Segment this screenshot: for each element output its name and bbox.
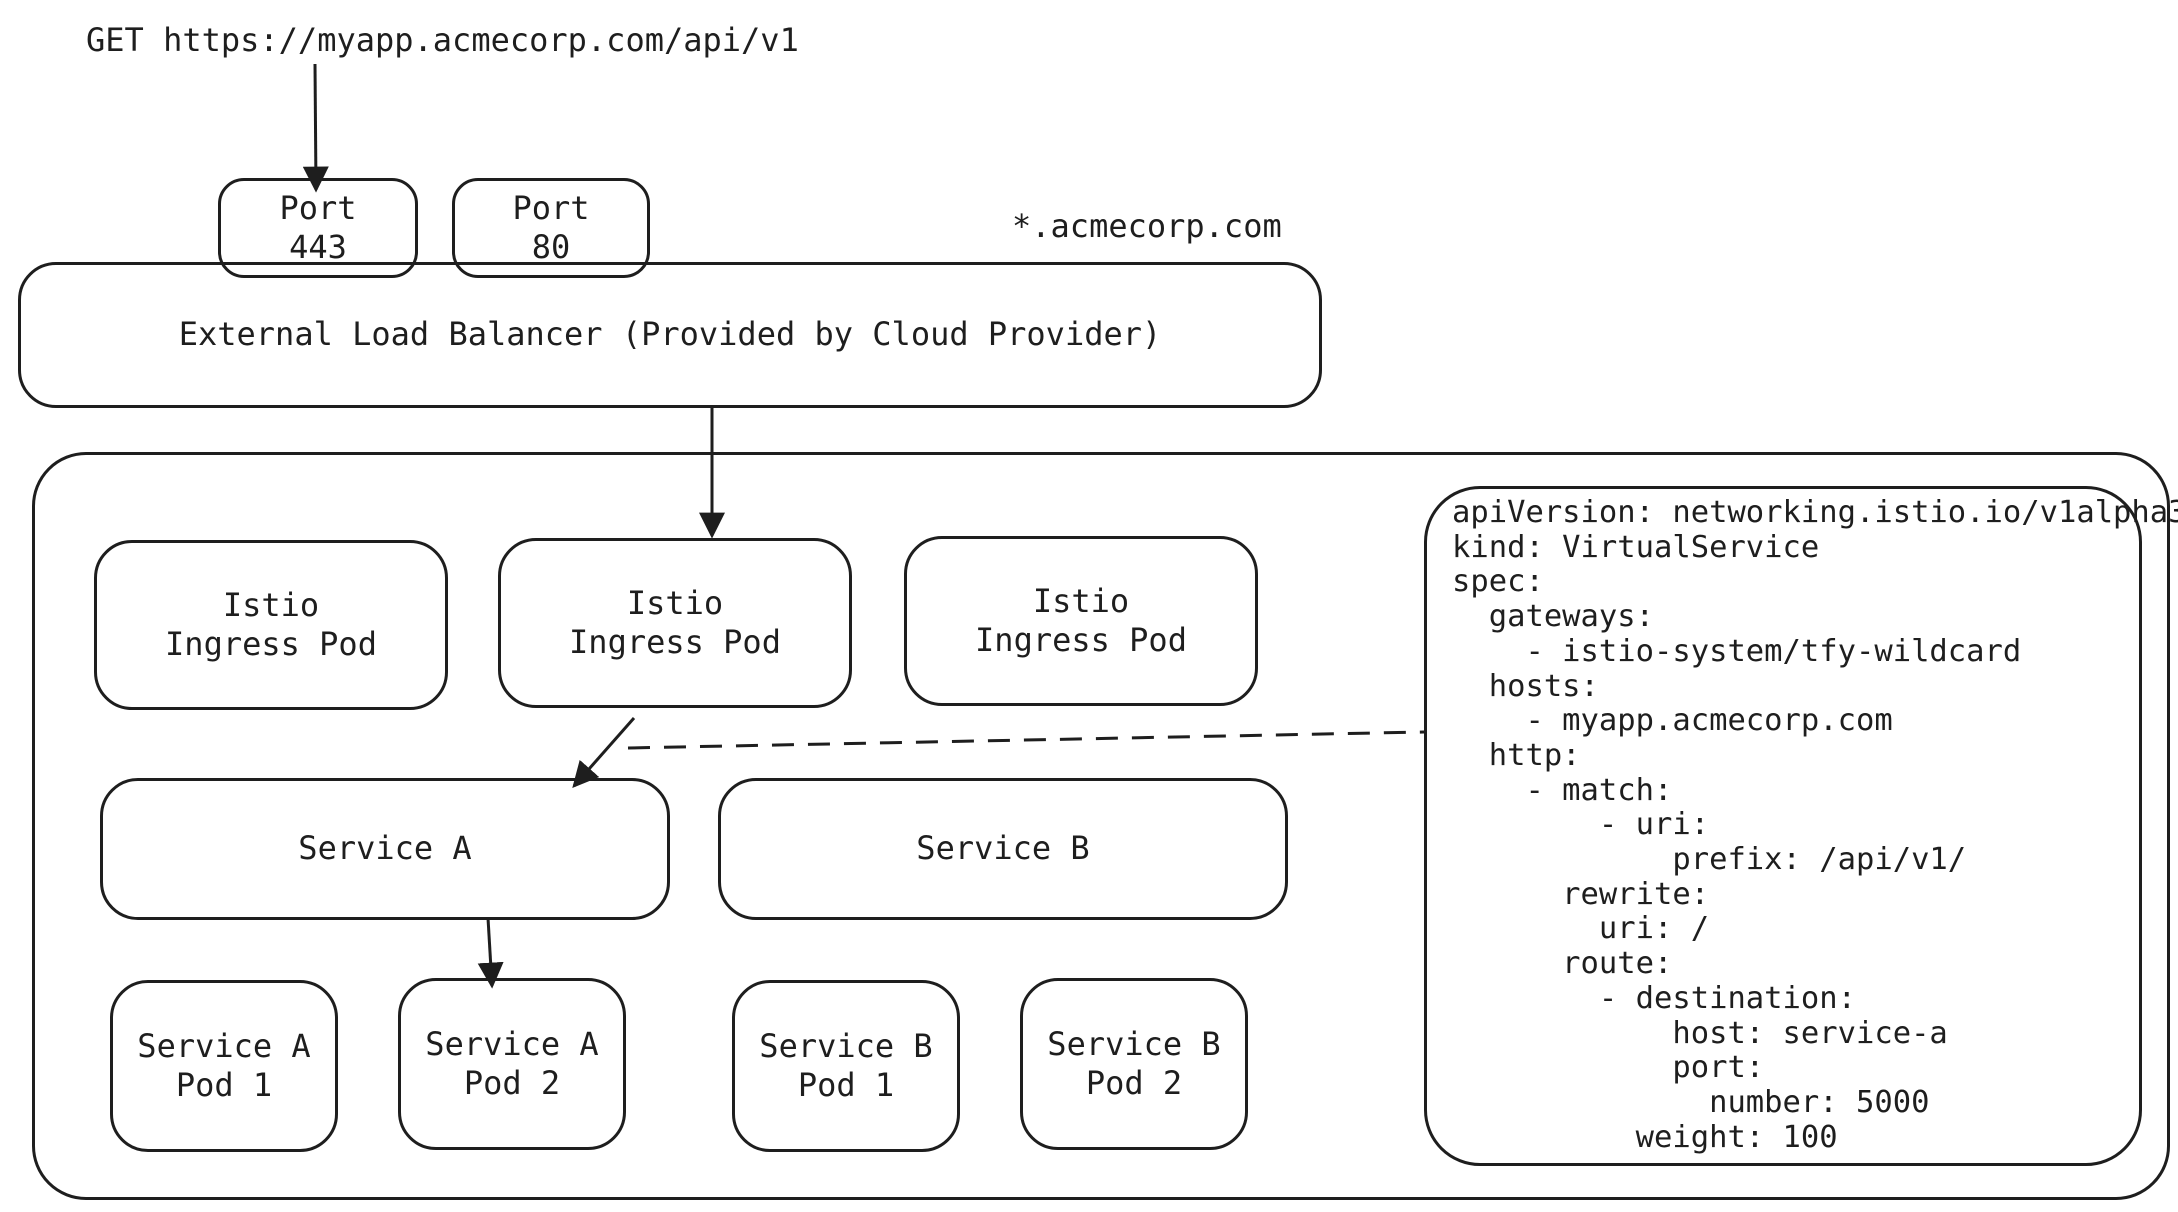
service-a-pod-2: Service A Pod 2 <box>398 978 626 1150</box>
yaml-line: port: <box>1452 1050 1765 1086</box>
virtual-service-config-box <box>1424 486 2142 1166</box>
yaml-line: gateways: <box>1452 599 1654 635</box>
yaml-line: - uri: <box>1452 807 1710 843</box>
service-b: Service B <box>718 778 1288 920</box>
yaml-line: host: service-a <box>1452 1015 1948 1051</box>
virtual-service-yaml: apiVersion: networking.istio.io/v1alpha3… <box>1452 495 2178 1155</box>
yaml-line: prefix: /api/v1/ <box>1452 842 1967 878</box>
yaml-line: - destination: <box>1452 980 1856 1016</box>
service-b-pod-2: Service B Pod 2 <box>1020 978 1248 1150</box>
yaml-line: uri: / <box>1452 911 1710 947</box>
yaml-line: route: <box>1452 946 1673 982</box>
yaml-line: kind: VirtualService <box>1452 529 1820 565</box>
yaml-line: hosts: <box>1452 668 1599 704</box>
yaml-line: weight: 100 <box>1452 1119 1838 1155</box>
istio-ingress-pod-2: Istio Ingress Pod <box>498 538 852 708</box>
service-a-pod-1: Service A Pod 1 <box>110 980 338 1152</box>
yaml-line: rewrite: <box>1452 876 1710 912</box>
istio-ingress-pod-1: Istio Ingress Pod <box>94 540 448 710</box>
external-load-balancer: External Load Balancer (Provided by Clou… <box>18 262 1322 408</box>
yaml-line: apiVersion: networking.istio.io/v1alpha3 <box>1452 495 2178 530</box>
config-dashed-connector <box>627 730 1425 750</box>
yaml-line: number: 5000 <box>1452 1084 1930 1120</box>
request-label: GET https://myapp.acmecorp.com/api/v1 <box>86 21 799 59</box>
yaml-line: spec: <box>1452 564 1544 600</box>
yaml-line: - myapp.acmecorp.com <box>1452 703 1893 739</box>
service-a-to-pod-2-arrow <box>477 917 504 989</box>
yaml-line: - match: <box>1452 772 1673 808</box>
request-to-port-443-arrow <box>302 63 329 193</box>
yaml-line: http: <box>1452 737 1581 773</box>
istio-ingress-pod-3: Istio Ingress Pod <box>904 536 1258 706</box>
port-443-box: Port 443 <box>218 178 418 278</box>
ingress-to-service-a-arrow <box>572 717 636 788</box>
port-80-box: Port 80 <box>452 178 650 278</box>
domain-label: *.acmecorp.com <box>1012 207 1282 245</box>
yaml-line: - istio-system/tfy-wildcard <box>1452 633 2022 669</box>
cluster-container <box>32 452 2170 1200</box>
service-b-pod-1: Service B Pod 1 <box>732 980 960 1152</box>
service-a: Service A <box>100 778 670 920</box>
